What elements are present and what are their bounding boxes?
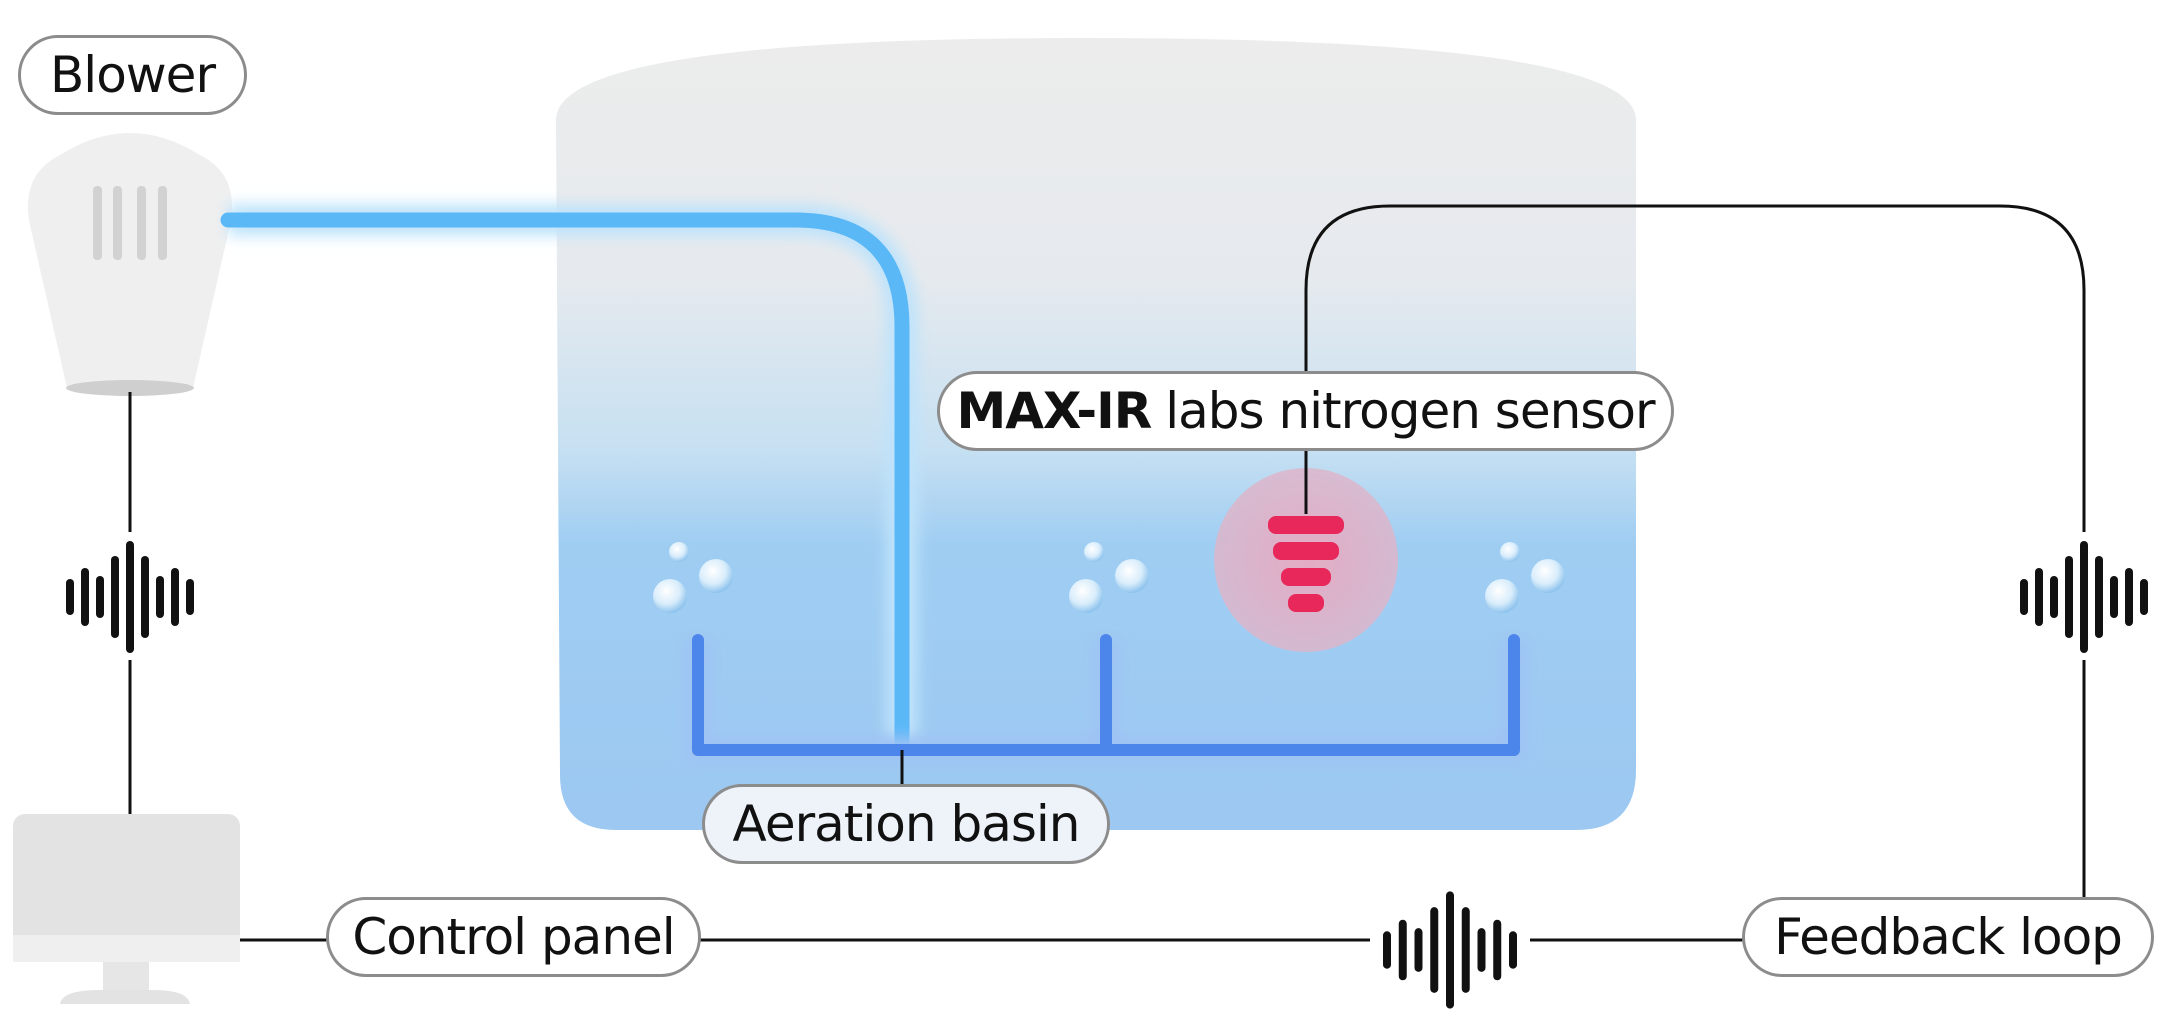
basin-label: Aeration basin: [732, 795, 1081, 853]
sensor-description-label: labs nitrogen sensor: [1165, 382, 1655, 440]
feedback-loop-label: Feedback loop: [1774, 908, 2123, 966]
sound-wave-icon: [66, 541, 194, 653]
blower-label: Blower: [50, 46, 216, 104]
air-pipe: [220, 204, 918, 750]
label-control-panel: Control panel: [326, 897, 701, 977]
monitor-icon: [13, 814, 240, 1004]
connector-lines: [128, 204, 2086, 942]
sound-wave-icon: [1383, 891, 1517, 1009]
sensor-icon: [1214, 468, 1398, 652]
label-nitrogen-sensor: MAX-IR labs nitrogen sensor: [937, 371, 1674, 451]
sound-wave-icon: [2020, 541, 2148, 653]
diffuser-pipes: [685, 634, 1527, 763]
label-feedback-loop: Feedback loop: [1742, 897, 2154, 977]
label-blower: Blower: [18, 35, 247, 115]
control-panel-label: Control panel: [352, 908, 675, 966]
sensor-brand-label: MAX-IR: [956, 382, 1152, 440]
bubbles-icon: [653, 542, 1565, 613]
blower-icon: [28, 133, 232, 396]
label-aeration-basin: Aeration basin: [702, 784, 1110, 864]
